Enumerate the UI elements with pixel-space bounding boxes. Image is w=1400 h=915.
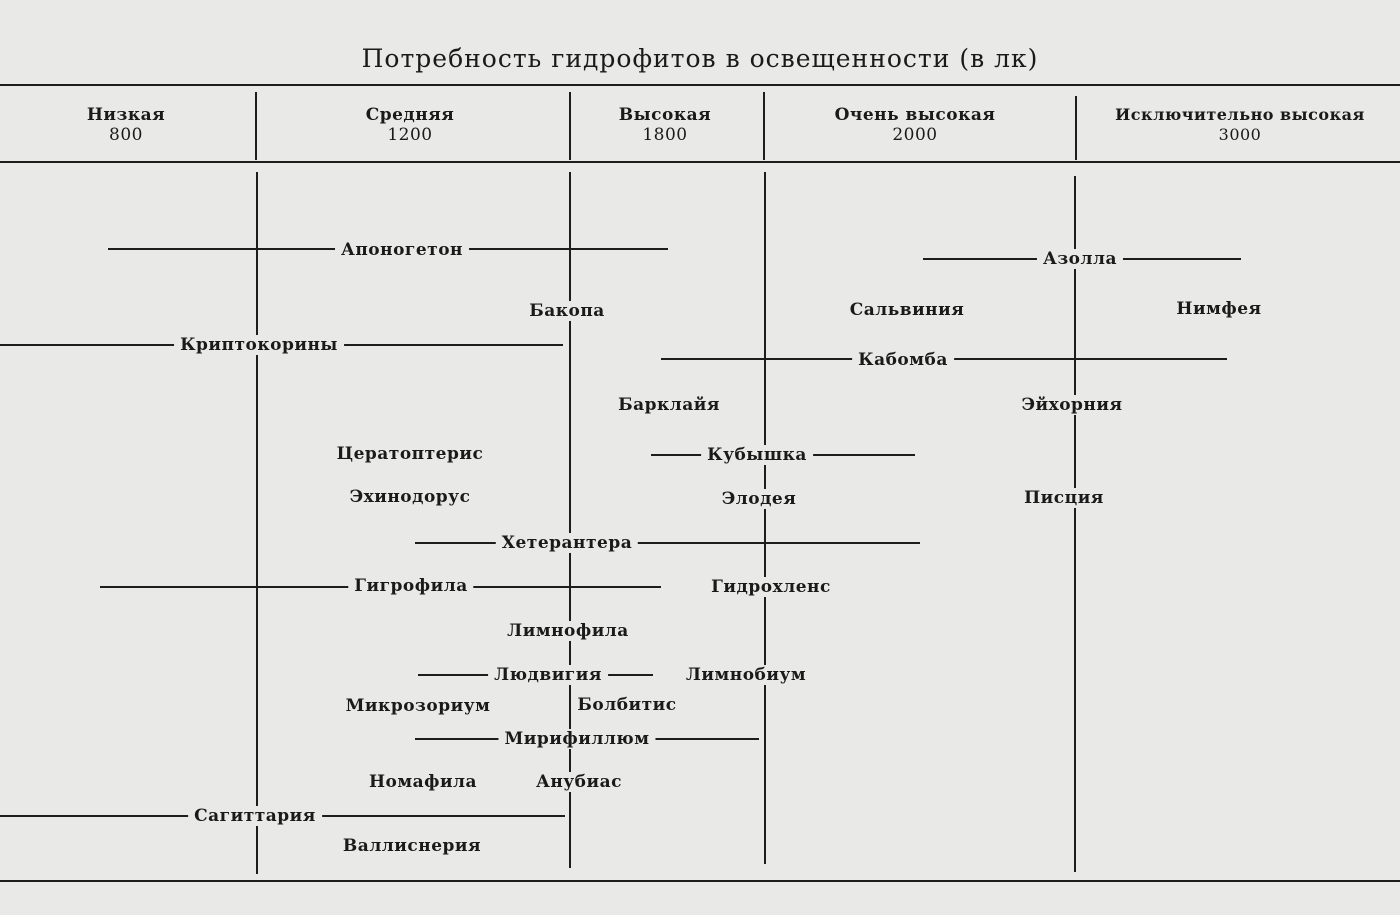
- plant-label-limnobium: Лимнобиум: [679, 665, 813, 685]
- plant-label-cabomba: Кабомба: [852, 350, 954, 370]
- column-header-exceptionally-high: Исключительно высокая 3000: [1100, 105, 1380, 145]
- plant-label-elodea: Элодея: [715, 489, 803, 509]
- column-header-lux: 800: [109, 125, 143, 145]
- plant-label-vallisneria: Валлиснерия: [336, 836, 488, 856]
- column-header-name: Очень высокая: [834, 105, 996, 125]
- range-line-heteranthera: [415, 542, 920, 544]
- page-title: Потребность гидрофитов в освещенности (в…: [361, 44, 1039, 73]
- plant-label-anubias: Анубиас: [530, 772, 628, 792]
- column-header-lux: 1200: [387, 125, 433, 145]
- plant-label-kubyshka: Кубышка: [701, 445, 813, 465]
- plant-label-nomaphila: Номафила: [362, 772, 484, 792]
- column-header-lux: 1800: [642, 125, 688, 145]
- plant-label-ceratopteris: Цератоптерис: [330, 444, 490, 464]
- table-bottom-rule: [0, 880, 1400, 882]
- plant-label-bacopa: Бакопа: [523, 301, 611, 321]
- column-divider: [763, 92, 765, 160]
- column-divider: [569, 92, 571, 160]
- plant-label-barclaya: Барклайя: [612, 395, 726, 415]
- column-header-medium: Средняя 1200: [330, 105, 490, 145]
- column-header-lux: 3000: [1218, 125, 1262, 144]
- column-divider: [764, 172, 766, 864]
- column-divider: [569, 172, 571, 868]
- column-header-high: Высокая 1800: [600, 105, 730, 145]
- plant-label-salvinia: Сальвиния: [843, 300, 971, 320]
- plant-label-hygrophila: Гигрофила: [348, 576, 474, 596]
- plant-label-microsorum: Микрозориум: [339, 696, 497, 716]
- plant-label-limnophila: Лимнофила: [501, 621, 635, 641]
- plant-label-heteranthera: Хетерантера: [495, 533, 639, 553]
- plant-label-bolbitis: Болбитис: [571, 695, 683, 715]
- column-header-name: Исключительно высокая: [1115, 105, 1365, 124]
- plant-label-sagittaria: Сагиттария: [188, 806, 322, 826]
- plant-label-pistia: Писция: [1018, 488, 1110, 508]
- plant-label-eichhornia: Эйхорния: [1015, 395, 1129, 415]
- column-header-low: Низкая 800: [80, 105, 172, 145]
- column-header-name: Высокая: [618, 105, 712, 125]
- header-top-rule: [0, 84, 1400, 86]
- column-header-name: Средняя: [365, 105, 455, 125]
- column-header-very-high: Очень высокая 2000: [815, 105, 1015, 145]
- plant-label-echinodorus: Эхинодорус: [343, 487, 477, 507]
- plant-label-cryptocoryne: Криптокорины: [174, 335, 344, 355]
- plant-label-hydrocleys: Гидрохленс: [705, 577, 837, 597]
- column-header-lux: 2000: [892, 125, 938, 145]
- plant-label-aponogeton: Апоногетон: [335, 240, 469, 260]
- plant-label-nymphaea: Нимфея: [1170, 299, 1268, 319]
- column-divider: [255, 92, 257, 160]
- column-divider: [256, 172, 258, 874]
- header-bottom-rule: [0, 161, 1400, 163]
- column-header-name: Низкая: [86, 105, 166, 125]
- plant-label-ludwigia: Людвигия: [488, 665, 608, 685]
- plant-label-myriophyllum: Мирифиллюм: [498, 729, 656, 749]
- column-divider: [1075, 96, 1077, 160]
- plant-label-azolla: Азолла: [1036, 249, 1124, 269]
- column-divider: [1074, 176, 1076, 872]
